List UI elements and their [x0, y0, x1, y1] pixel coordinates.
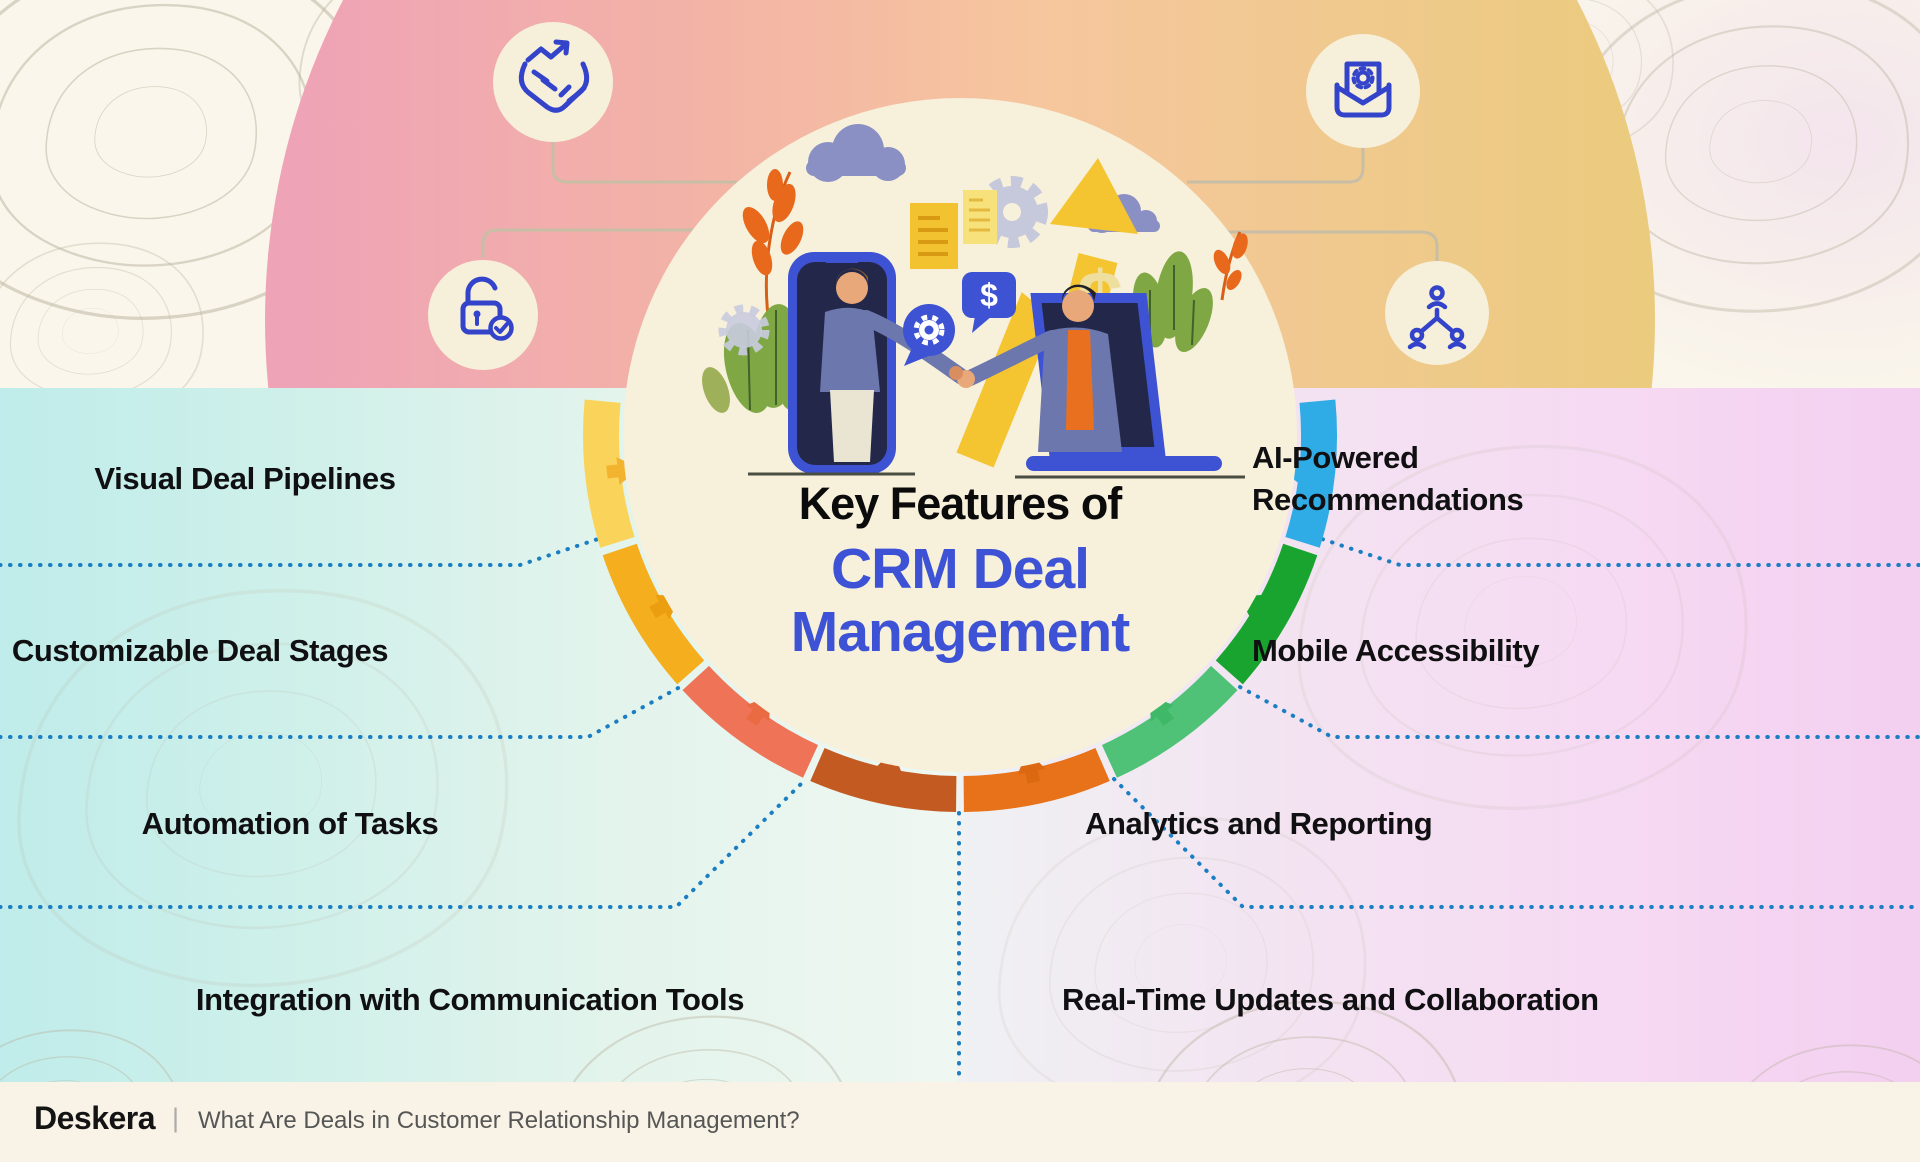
feature-label-visual-deal-pipelines: Visual Deal Pipelines [94, 461, 396, 496]
feature-label-customizable-deal-stages: Customizable Deal Stages [11, 633, 389, 668]
separator-right-1 [1311, 534, 1920, 567]
feature-label-integration-with-communication-tools: Integration with Communication Tools [195, 982, 745, 1017]
dotted-separators [0, 534, 1920, 1080]
connector-lock [481, 228, 693, 258]
icon-connectors [481, 140, 1439, 262]
ring-segment-customizable-deal-stages [602, 543, 705, 685]
feature-label-real-time-updates-and-collaboration: Real-Time Updates and Collaboration [1062, 982, 1599, 1017]
ring-arrow-visual-deal-pipelines [606, 457, 640, 485]
ring-arrow-ai-powered-recommendations [1280, 457, 1314, 485]
title-line-1: Key Features of [798, 478, 1123, 529]
separator-right-3 [1112, 777, 1920, 909]
lock-badge [428, 260, 538, 370]
svg-text:$: $ [980, 277, 998, 313]
gear-icon [976, 176, 1048, 248]
handshake-growth-icon [518, 39, 590, 113]
title-line-3: Management [790, 600, 1130, 664]
gear-bubble-icon [903, 304, 955, 366]
brand-logo: Deskera [34, 1100, 156, 1136]
ring-segment-mobile-accessibility [1215, 543, 1318, 685]
footer-bar [0, 1082, 1920, 1162]
ring-segment-analytics-and-reporting [1101, 665, 1238, 778]
ring-segment-real-time-updates-and-collaboration [963, 747, 1110, 812]
separator-left-2 [0, 685, 682, 739]
ring-segment-ai-powered-recommendations [1285, 399, 1337, 548]
center-circle [623, 98, 1297, 772]
connector-team [1227, 230, 1439, 262]
laptop-person [949, 284, 1222, 471]
mail-automation-icon [1334, 61, 1392, 118]
feature-label-automation-of-tasks: Automation of Tasks [141, 806, 439, 841]
feature-label-ai-powered-recommendations: AI-Powered Recommendations [1252, 440, 1524, 517]
ring-segment-integration-with-communication-tools [810, 747, 957, 812]
feature-label-analytics-and-reporting: Analytics and Reporting [1085, 806, 1433, 841]
secure-lock-icon [460, 276, 514, 341]
ring-segment-automation-of-tasks [682, 665, 819, 778]
feature-label-mobile-accessibility: Mobile Accessibility [1252, 633, 1540, 668]
title-line-2: CRM Deal [830, 537, 1090, 601]
document-icons [910, 190, 997, 269]
ring-segment-visual-deal-pipelines [583, 399, 635, 548]
handshake-badge [493, 22, 613, 142]
separator-left-1 [0, 534, 609, 567]
dollar-bubble-icon: $ [962, 272, 1016, 333]
footer-separator: | [172, 1103, 180, 1133]
center-illustration: $ [702, 124, 1248, 479]
ground-lines [748, 472, 1245, 479]
feature-ring [583, 399, 1337, 812]
team-network-icon [1407, 285, 1467, 350]
footer-caption: What Are Deals in Customer Relationship … [198, 1107, 800, 1134]
connector-handshake [551, 140, 737, 184]
phone-person [788, 252, 970, 474]
connector-mail [1187, 145, 1365, 184]
